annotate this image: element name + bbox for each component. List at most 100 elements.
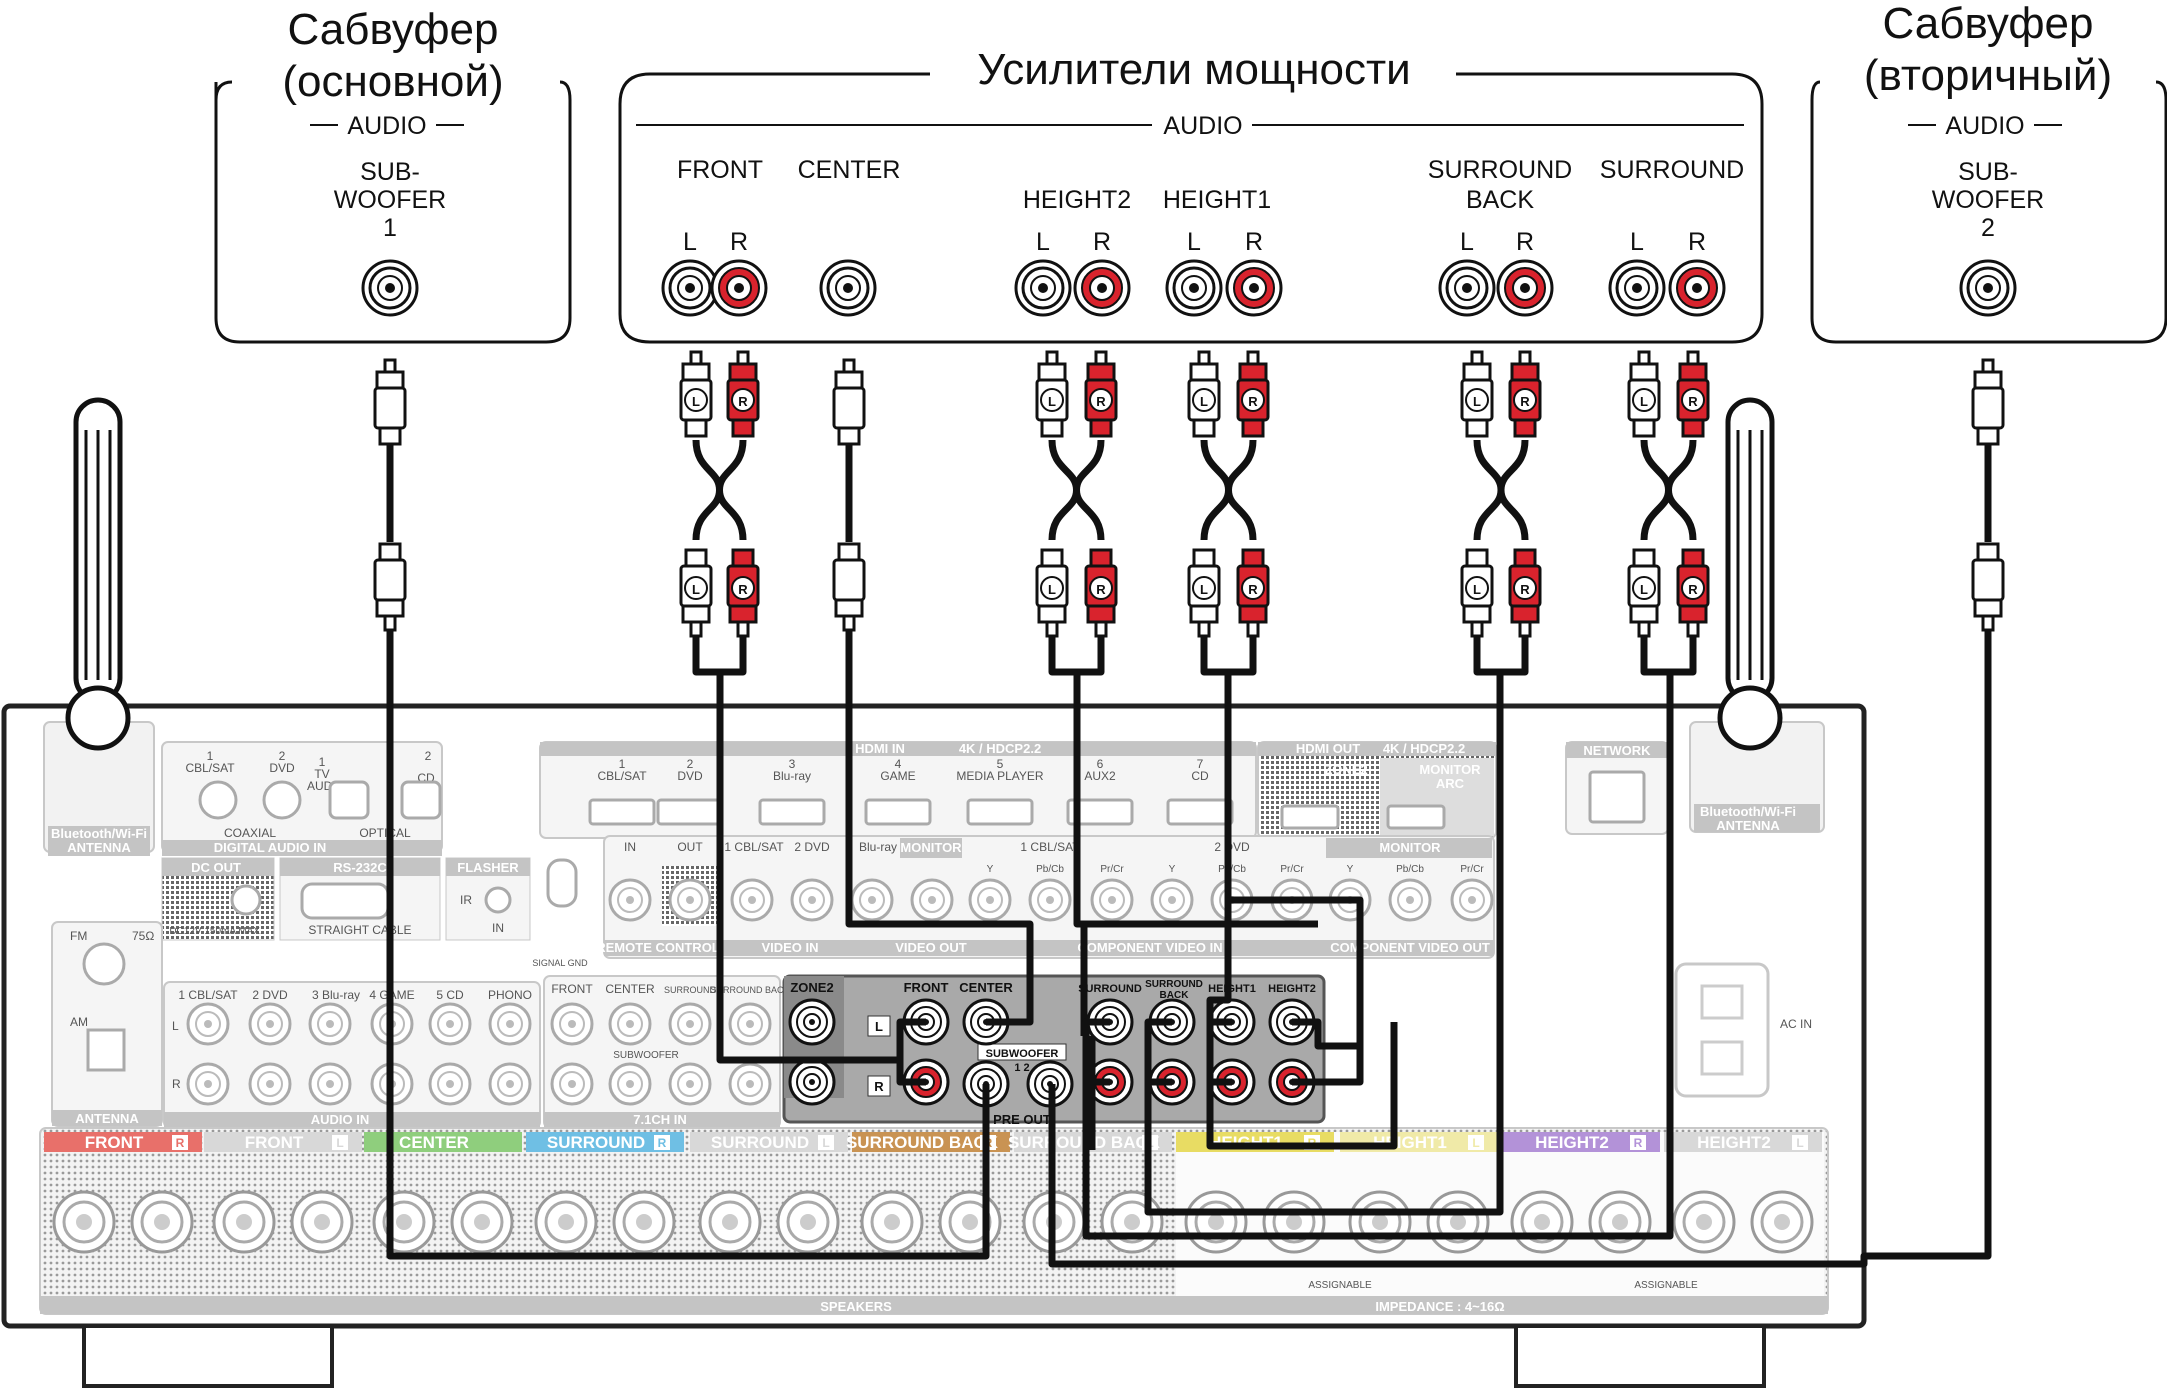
speakers-label: SPEAKERS (820, 1299, 892, 1314)
amp-jack-6-r (1668, 259, 1726, 317)
audio-jacks (186, 1002, 532, 1106)
audio-in-jack-l-1 (186, 1002, 230, 1046)
audio-in-jack-l-2 (248, 1002, 292, 1046)
antenna-right (1717, 397, 1783, 751)
speaker-label-6: SURROUND BACK (846, 1133, 999, 1152)
speaker-terminal-6-2 (938, 1190, 1002, 1254)
video-jack-4 (790, 878, 834, 922)
power-amps-box (618, 72, 1764, 344)
hdmi-in-num-7: 7 (1197, 757, 1204, 771)
plug-height1-l-top-label: L (1200, 394, 1208, 409)
pre-zone2-l (788, 998, 836, 1046)
cable-front-to-preout-r (896, 1060, 926, 1086)
av-receiver-rear-panel: Bluetooth/Wi-Fi ANTENNA Bluetooth/Wi-Fi … (1, 703, 1867, 1388)
hdmi-in-name-6: AUX2 (1084, 769, 1116, 783)
plug-surround-back-l-top: L (1460, 350, 1494, 438)
amp-group-label-3-1: HEIGHT2 (1023, 186, 1131, 214)
plug-sub1-top (373, 358, 407, 446)
signal-gnd-label: SIGNAL GND (532, 958, 588, 968)
plug-height1-r-bottom: R (1236, 548, 1270, 638)
audio-in-jack-r-3 (308, 1062, 352, 1106)
speakers-block: SPEAKERS IMPEDANCE : 4~16Ω ASSIGNABLE AS… (39, 1127, 1829, 1315)
amp-group-label-6-1: SURROUND (1600, 156, 1744, 184)
plug-surround-r-top-label: R (1688, 394, 1698, 409)
hdmi-out-spec: 4K / HDCP2.2 (1383, 741, 1465, 756)
audio-in-r: R (172, 1077, 181, 1091)
hdmi-in-name-3: Blu-ray (773, 769, 811, 783)
opt-in-label-1: TV (314, 767, 329, 781)
speaker-ch-box-9 (1468, 1135, 1484, 1150)
audio-in-jack-r-4 (370, 1062, 414, 1106)
ch71-subwoofer: SUBWOOFER (613, 1050, 679, 1061)
speaker-terminal-5-2 (776, 1190, 840, 1254)
plug-surround-l-bottom: L (1627, 548, 1661, 638)
speaker-terminal-3-2 (450, 1190, 514, 1254)
pre-subwoofer-nums: 1 2 (1014, 1062, 1029, 1074)
pre-zone2-r (788, 1058, 836, 1106)
subwoofer-secondary-box (1810, 80, 2167, 344)
ch71-jack-top-3 (668, 1002, 712, 1046)
amp-group-label-4-1: HEIGHT1 (1163, 186, 1271, 214)
comp2-pb: Pb/Cb (1218, 864, 1246, 875)
control-ports-block: DC OUT DC12V 150mA MAX. RS-232C STRAIGHT… (161, 857, 588, 968)
coaxial-jack-1 (198, 780, 238, 820)
video-jack-5 (850, 878, 894, 922)
speaker-label-10: HEIGHT2 (1535, 1133, 1609, 1152)
plug-height1-l-bottom: L (1187, 548, 1221, 638)
speaker-label-bg-4 (526, 1132, 684, 1152)
remote-out-label: OUT (677, 840, 703, 854)
ethernet-port (1588, 770, 1646, 824)
plug-height1-r-top-label: R (1248, 394, 1258, 409)
ch71-surround: SURROUND (664, 985, 717, 995)
comp-out-y: Y (1347, 864, 1354, 875)
ch71-jack-bottom-3 (668, 1062, 712, 1106)
signal-gnd-terminal (546, 858, 578, 908)
fm-jack (82, 942, 126, 986)
pre-surround-label: SURROUND (1078, 983, 1142, 995)
video-jack-1 (608, 878, 652, 922)
speaker-ch-box-11 (1792, 1135, 1808, 1150)
audio-in-label-2: 2 DVD (252, 988, 288, 1002)
impedance-label: IMPEDANCE : 4~16Ω (1375, 1299, 1504, 1314)
amp-group-4-l: L (1187, 228, 1201, 256)
subwoofer-main-port-1: SUB- (360, 158, 420, 186)
digital-audio-in-label: DIGITAL AUDIO IN (214, 840, 326, 855)
speaker-label-bg-1 (44, 1132, 202, 1152)
subwoofer-secondary-port-2: WOOFER (1932, 186, 2045, 214)
speaker-label-4: SURROUND (547, 1133, 645, 1152)
audio-in-jack-r-1 (186, 1062, 230, 1106)
ch71-jacks (550, 1002, 772, 1106)
hdmi-in-name-7: CD (1191, 769, 1209, 783)
amp-jack-5-r (1496, 259, 1554, 317)
straight-cable-label: STRAIGHT CABLE (308, 923, 411, 937)
audio-in-label: AUDIO IN (311, 1112, 370, 1127)
speaker-label-11: HEIGHT2 (1697, 1133, 1771, 1152)
speaker-label-bg-11 (1664, 1132, 1822, 1152)
subwoofer-main-title-1: Сабвуфер (288, 5, 499, 54)
video-in-label-2: 2 DVD (794, 840, 830, 854)
video-in-label-1: 1 CBL/SAT (724, 840, 784, 854)
plug-center-top (832, 358, 866, 446)
hdmi-in-name-1: CBL/SAT (597, 769, 647, 783)
hdmi-in-port-6 (1066, 798, 1134, 826)
video-jack-2 (668, 878, 712, 922)
hdmi-monitor-label: MONITOR (1419, 762, 1481, 777)
hdmi-in-port-5 (966, 798, 1034, 826)
ch71-in-block: FRONT CENTER SURROUND SURROUND BACK SUBW… (543, 975, 790, 1129)
power-amps-title: Усилители мощности (977, 45, 1410, 94)
cable-height1-tips (1210, 1018, 1232, 1086)
plug-front-r-bottom: R (726, 548, 760, 638)
remote-in-label: IN (624, 840, 636, 854)
ch71-front: FRONT (551, 982, 593, 996)
pre-surround-back-label-1: SURROUND (1145, 979, 1203, 990)
hdmi-arc-label: ARC (1436, 776, 1465, 791)
comp1-y: Y (987, 864, 994, 875)
plug-height1-r-bottom-label: R (1248, 582, 1258, 597)
plug-surround-r-bottom-label: R (1688, 582, 1698, 597)
component-video-out-label: COMPONENT VIDEO OUT (1330, 940, 1490, 955)
opt-in-num-2: 2 (425, 749, 432, 763)
audio-in-jack-l-3 (308, 1002, 352, 1046)
amp-group-6-l: L (1630, 228, 1644, 256)
